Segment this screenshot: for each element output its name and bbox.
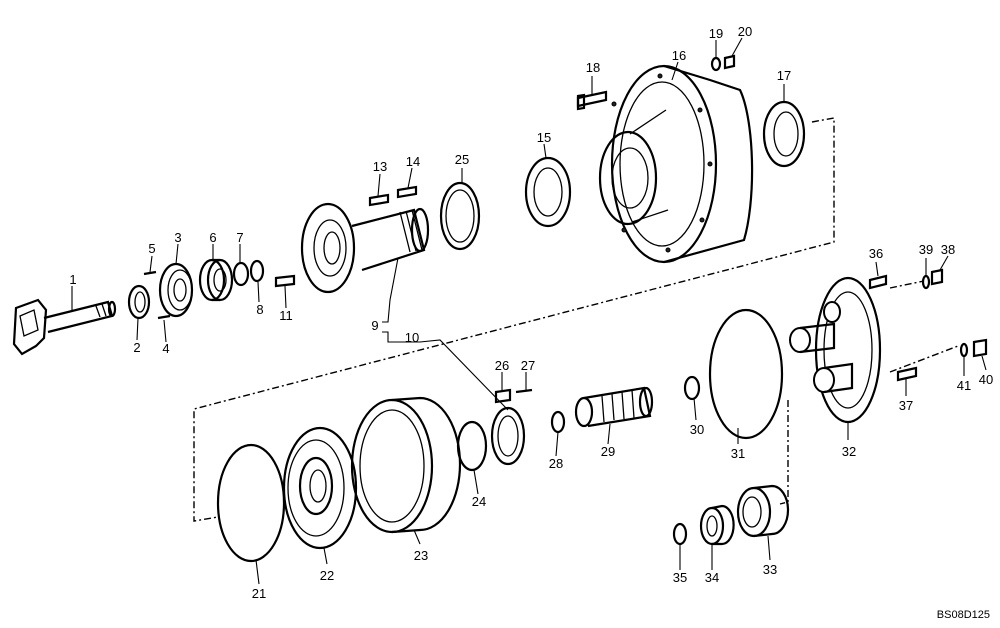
label-part-27: 27: [521, 358, 535, 373]
label-part-40: 40: [979, 372, 993, 387]
part-5-pin: [143, 270, 157, 276]
part-18-bolt: [576, 90, 608, 111]
part-15-seal: [524, 156, 572, 228]
leader-lines: [71, 37, 987, 585]
label-part-17: 17: [777, 68, 791, 83]
part-34-bearing: [699, 504, 735, 546]
label-part-28: 28: [549, 456, 563, 471]
label-part-39: 39: [919, 242, 933, 257]
label-part-16: 16: [672, 48, 686, 63]
drawing-code: BS08D125: [937, 609, 990, 621]
label-part-26: 26: [495, 358, 509, 373]
part-37-bolt: [896, 366, 918, 382]
part-36-bolt: [868, 274, 888, 290]
part-20-plug: [723, 54, 736, 70]
part-32-planet-carrier: [789, 276, 882, 424]
part-38-plug: [930, 268, 944, 286]
part-11-bolt: [274, 274, 296, 288]
part-41-washer: [959, 342, 969, 358]
label-part-11: 11: [279, 308, 293, 323]
label-part-33: 33: [763, 562, 777, 577]
part-1-yoke-shaft: [12, 298, 117, 356]
label-part-35: 35: [673, 570, 687, 585]
part-30-ring: [683, 375, 701, 401]
part-8-ring: [249, 259, 265, 283]
part-26-clip: [494, 388, 512, 404]
part-27-pin: [515, 388, 533, 394]
part-2-ring: [127, 284, 151, 320]
part-6-bearing: [198, 258, 234, 302]
label-part-36: 36: [869, 246, 883, 261]
label-part-9: 9: [371, 318, 378, 333]
label-part-22: 22: [320, 568, 334, 583]
label-part-25: 25: [455, 152, 469, 167]
part-16-housing: [598, 64, 754, 264]
part-33-planet-gear: [736, 484, 790, 538]
part-28-ring: [550, 410, 566, 434]
label-part-20: 20: [738, 24, 752, 39]
label-part-24: 24: [472, 494, 486, 509]
part-23-ring-gear: [350, 396, 462, 534]
label-part-5: 5: [148, 241, 155, 256]
label-part-32: 32: [842, 444, 856, 459]
label-part-15: 15: [537, 130, 551, 145]
label-part-38: 38: [941, 242, 955, 257]
label-part-31: 31: [731, 446, 745, 461]
part-31-disc: [708, 308, 784, 440]
part-25-ring: [439, 181, 481, 251]
label-part-2: 2: [133, 340, 140, 355]
label-part-41: 41: [957, 378, 971, 393]
part-4-pin: [157, 314, 171, 320]
label-part-10: 10: [405, 330, 419, 345]
part-40-plug: [972, 338, 988, 358]
label-part-7: 7: [236, 230, 243, 245]
part-3-flange: [158, 262, 194, 318]
label-part-29: 29: [601, 444, 615, 459]
label-part-34: 34: [705, 570, 719, 585]
label-part-14: 14: [406, 154, 420, 169]
part-labels: 1 2 3 4 5 6 7 8 9 10 11 13 14 15 16 17 1…: [69, 24, 993, 601]
part-13-pin: [368, 193, 390, 207]
part-35-ring: [672, 522, 688, 546]
label-part-18: 18: [586, 60, 600, 75]
label-part-8: 8: [256, 302, 263, 317]
label-part-4: 4: [162, 341, 169, 356]
part-24-ring: [456, 420, 488, 472]
label-part-37: 37: [899, 398, 913, 413]
label-part-30: 30: [690, 422, 704, 437]
part-21-o-ring: [216, 443, 286, 563]
part-39-washer: [921, 274, 931, 290]
label-part-3: 3: [174, 230, 181, 245]
label-part-6: 6: [209, 230, 216, 245]
part-9-hub: [300, 202, 430, 294]
part-14-pin: [396, 185, 418, 199]
label-part-1: 1: [69, 272, 76, 287]
part-17-seal: [762, 100, 806, 168]
part-29-sun-gear: [574, 386, 654, 428]
part-10-ring: [490, 406, 526, 466]
part-7-ring: [232, 261, 250, 287]
part-22-cover: [282, 426, 358, 550]
part-19-washer: [710, 56, 722, 72]
label-part-23: 23: [414, 548, 428, 563]
label-part-13: 13: [373, 159, 387, 174]
label-part-19: 19: [709, 26, 723, 41]
label-part-21: 21: [252, 586, 266, 601]
